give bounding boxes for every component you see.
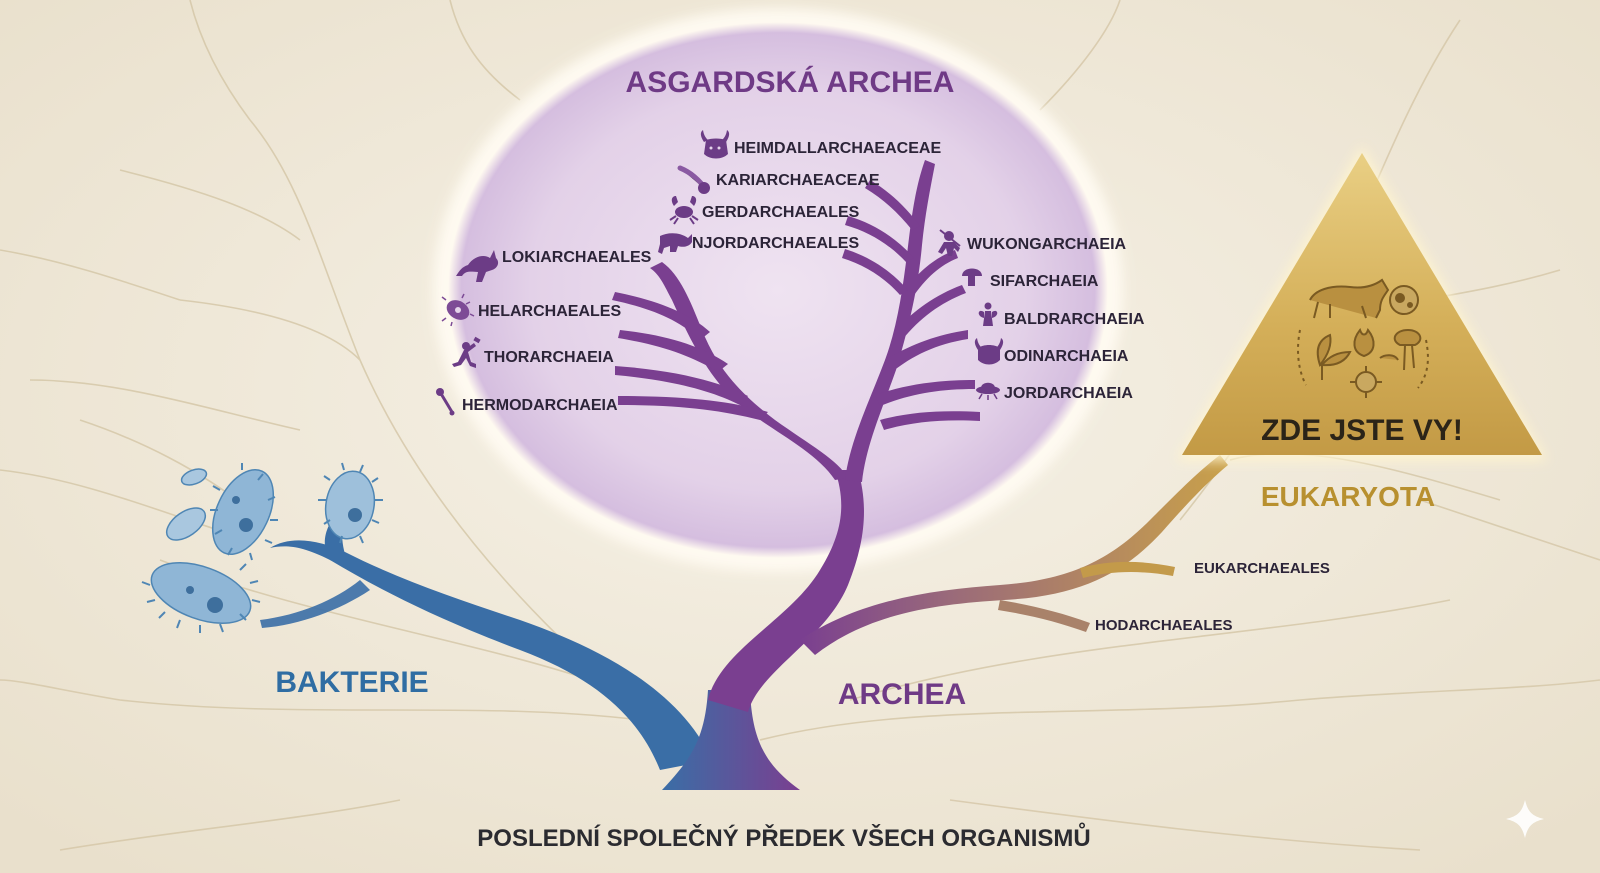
- label-sifarchaeia: SIFARCHAEIA: [990, 273, 1099, 290]
- label-lokiarchaeales: LOKIARCHAEALES: [502, 249, 652, 266]
- asgard-title: ASGARDSKÁ ARCHEA: [626, 65, 955, 99]
- microbe-icon: [441, 293, 475, 327]
- sparkle-icon: [1506, 800, 1544, 838]
- labels: ASGARDSKÁ ARCHEA LOKIARCHAEALES HELARCHA…: [275, 65, 1463, 852]
- staff-icon: [436, 388, 455, 416]
- kangaroo-icon: [456, 250, 499, 282]
- thor-figure-icon: [452, 336, 481, 368]
- label-kariarchaeaceae: KARIARCHAEACEAE: [716, 172, 880, 189]
- label-eukarchaeales: EUKARCHAEALES: [1194, 560, 1330, 577]
- label-heimdallarchaeaceae: HEIMDALLARCHAEACEAE: [734, 140, 941, 157]
- comet-icon: [677, 165, 710, 194]
- label-gerdarchaeales: GERDARCHAEALES: [702, 204, 860, 221]
- label-njordarchaeales: NJORDARCHAEALES: [692, 235, 859, 252]
- here-label: ZDE JSTE VY!: [1261, 414, 1463, 447]
- label-helarchaeales: HELARCHAEALES: [478, 303, 621, 320]
- eukaryote-collage-icon: [1297, 278, 1429, 398]
- mushroom-icon: [962, 268, 982, 286]
- wolf-icon: [658, 233, 692, 254]
- archaea-branch: [612, 160, 980, 712]
- label-thorarchaeia: THORARCHAEIA: [484, 349, 614, 366]
- label-hermodarchaeia: HERMODARCHAEIA: [462, 397, 618, 414]
- horned-helmet-icon: [700, 130, 730, 159]
- winged-figure-icon: [978, 302, 998, 326]
- label-odinarchaeia: ODINARCHAEIA: [1004, 348, 1129, 365]
- archaea-label: ARCHEA: [838, 678, 966, 711]
- ufo-icon: [976, 382, 1000, 400]
- eukaryota-branch: [800, 455, 1228, 655]
- label-baldrarchaeia: BALDRARCHAEIA: [1004, 311, 1145, 328]
- asgard-circle: [448, 22, 1108, 558]
- label-hodarchaeales: HODARCHAEALES: [1095, 617, 1233, 634]
- eukaryota-label: EUKARYOTA: [1261, 481, 1435, 512]
- label-wukongarchaeia: WUKONGARCHAEIA: [967, 236, 1127, 253]
- crab-icon: [669, 196, 699, 225]
- root-label: POSLEDNÍ SPOLEČNÝ PŘEDEK VŠECH ORGANISMŮ: [477, 822, 1090, 852]
- odin-helmet-icon: [974, 338, 1004, 365]
- bacteria-label: BAKTERIE: [275, 666, 428, 699]
- bacteria-cluster-icon: [141, 462, 383, 633]
- label-jordarchaeia: JORDARCHAEIA: [1004, 385, 1133, 402]
- tree-trunk: [662, 690, 800, 790]
- monkey-king-icon: [938, 229, 961, 256]
